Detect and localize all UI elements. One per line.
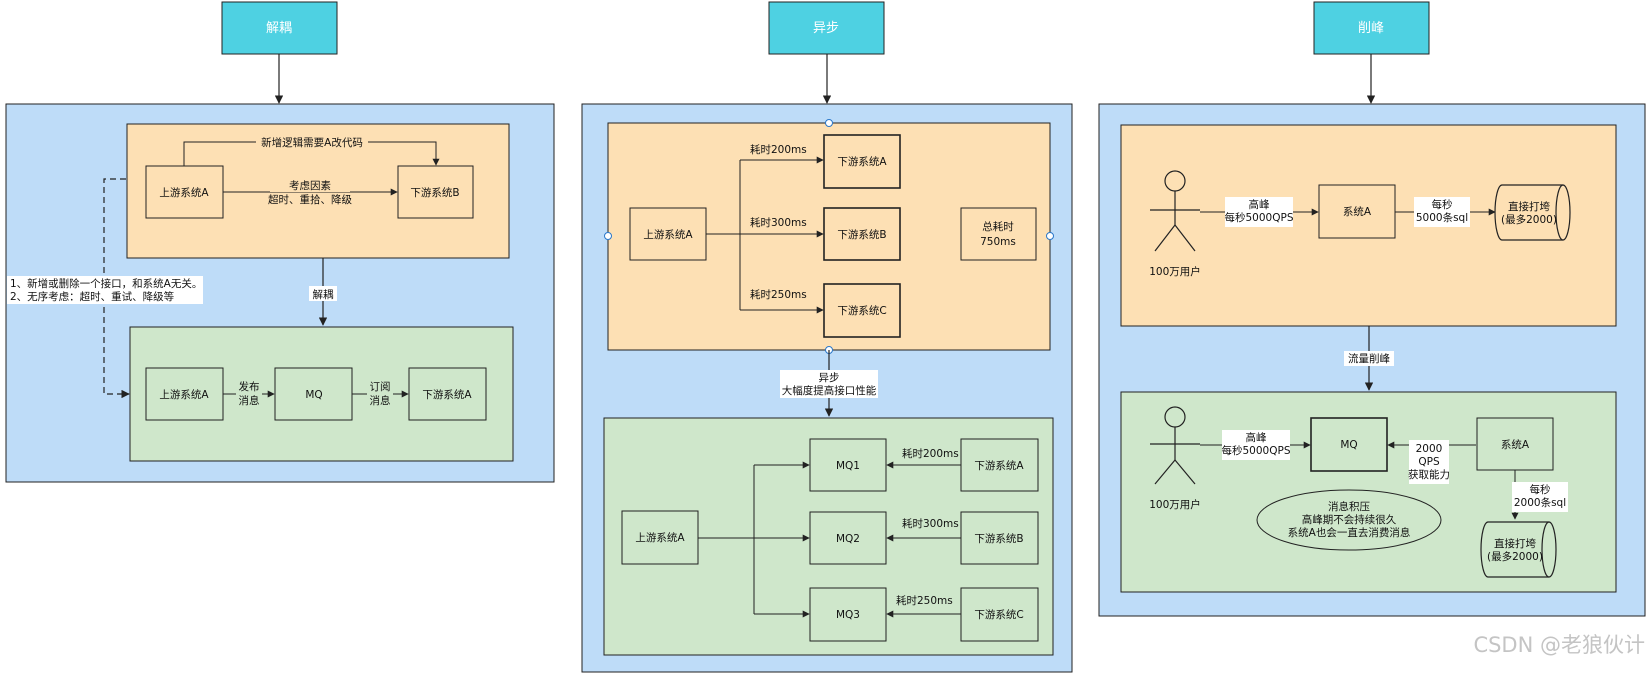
async-top-cost-b: 耗时300ms — [750, 217, 807, 229]
decouple-side-note-2: 2、无序考虑：超时、重试、降级等 — [10, 290, 175, 303]
decouple-header-label: 解耦 — [266, 21, 292, 36]
decouple-top-downstream-label: 下游系统B — [410, 186, 459, 199]
async-arrow-label-1: 异步 — [819, 372, 840, 384]
decouple-side-note-1: 1、新增或删除一个接口，和系统A无关。 — [10, 277, 202, 290]
decouple-new-logic-label: 新增逻辑需要A改代码 — [261, 136, 363, 149]
watermark: CSDN @老狼伙计 — [1473, 633, 1645, 657]
async-bottom-cost-b: 耗时300ms — [902, 518, 959, 530]
peak-top-user-icon — [1150, 170, 1200, 252]
async-bottom-upstream-label: 上游系统A — [635, 531, 685, 544]
async-total-label-2: 750ms — [980, 236, 1016, 248]
decouple-mq-box — [129, 326, 514, 462]
async-top-down-a-label: 下游系统A — [837, 155, 887, 168]
peak-top-db-label-2: (最多2000) — [1501, 213, 1557, 226]
peak-top-system-label: 系统A — [1343, 205, 1372, 218]
async-mq1-node — [809, 438, 887, 492]
peak-top-db-label-1: 直接打垮 — [1508, 200, 1550, 213]
async-section: 异步 上游系统A 下游系统A 下游系统B 下游系统C 总耗时 750ms 耗时2… — [581, 1, 1073, 673]
peak-bottom-database-node — [1480, 521, 1557, 578]
peak-bottom-system-label: 系统A — [1501, 438, 1530, 451]
async-bottom-cost-c: 耗时250ms — [896, 595, 953, 607]
decouple-header — [221, 1, 338, 55]
async-bottom-down-a-label: 下游系统A — [974, 459, 1024, 472]
async-top-cost-a: 耗时200ms — [750, 144, 807, 156]
async-bottom-down-b-label: 下游系统B — [974, 532, 1023, 545]
decouple-bottom-downstream-node — [408, 367, 487, 421]
decouple-publish-label-2: 消息 — [239, 394, 260, 407]
peak-mq-label: MQ — [1340, 439, 1357, 451]
async-top-down-b-node — [823, 207, 901, 261]
peak-bottom-peak-label-1: 高峰 — [1246, 431, 1268, 444]
peak-arrow-label: 流量削峰 — [1348, 352, 1390, 365]
decouple-consider-label-2: 超时、重拾、降级 — [268, 193, 352, 206]
async-mq2-label: MQ2 — [836, 533, 860, 545]
peak-bottom-rate-label-1: 每秒 — [1530, 483, 1552, 496]
peak-qps-label-3: 获取能力 — [1408, 468, 1450, 481]
peak-bottom-db-label-1: 直接打垮 — [1494, 537, 1536, 550]
async-mq2-node — [809, 511, 887, 565]
decouple-consider-label-1: 考虑因素 — [289, 179, 331, 192]
async-mq-box — [603, 417, 1054, 656]
async-top-cost-c: 耗时250ms — [750, 289, 807, 301]
decouple-section: 解耦 上游系统A 下游系统B 新增逻辑需要A改代码 考虑因素 超时、重拾、降级 … — [5, 1, 555, 483]
decouple-mq-label: MQ — [305, 389, 322, 401]
peak-bottom-user-icon — [1150, 406, 1200, 485]
decouple-publish-label-1: 发布 — [239, 380, 260, 393]
decouple-subscribe-label-1: 订阅 — [370, 380, 391, 393]
peak-bottom-peak-label-2: 每秒5000QPS — [1222, 444, 1291, 457]
peak-backlog-label-3: 系统A也会一直去消费消息 — [1288, 526, 1411, 539]
async-mq1-label: MQ1 — [836, 460, 860, 472]
peak-backlog-label-2: 高峰期不会持续很久 — [1302, 513, 1397, 526]
async-header-label: 异步 — [813, 21, 839, 36]
decouple-top-upstream-label: 上游系统A — [159, 186, 209, 199]
decouple-bottom-downstream-label: 下游系统A — [422, 388, 472, 401]
async-total-label-1: 总耗时 — [982, 220, 1014, 233]
peak-header — [1313, 1, 1430, 55]
peak-top-rate-label-2: 5000条sql — [1416, 211, 1468, 224]
peak-top-peak-label-1: 高峰 — [1249, 198, 1271, 211]
async-top-down-b-label: 下游系统B — [837, 228, 886, 241]
decouple-top-downstream-node — [397, 165, 474, 219]
async-top-down-c-label: 下游系统C — [837, 304, 886, 317]
decouple-subscribe-label-2: 消息 — [370, 394, 391, 407]
peak-backlog-label-1: 消息积压 — [1328, 500, 1370, 513]
decouple-arrow-label: 解耦 — [313, 288, 334, 301]
peak-section: 削峰 100万用户 高峰 每秒5000QPS 系统A 每秒 5000条sql — [1098, 1, 1646, 617]
async-arrow-label-2: 大幅度提高接口性能 — [782, 384, 877, 397]
async-mq3-node — [809, 587, 887, 642]
async-mq3-label: MQ3 — [836, 609, 860, 621]
peak-bottom-db-label-2: (最多2000) — [1487, 550, 1543, 563]
peak-backlog-note — [1256, 489, 1442, 551]
peak-bottom-users-label: 100万用户 — [1149, 498, 1201, 511]
decouple-dashed-edge — [103, 178, 130, 399]
peak-header-label: 削峰 — [1358, 21, 1384, 36]
async-total-node — [960, 207, 1037, 261]
peak-qps-label-2: QPS — [1418, 456, 1440, 468]
peak-mq-node — [1310, 417, 1388, 472]
async-top-down-c-node — [823, 283, 901, 338]
async-top-down-a-node — [823, 134, 901, 189]
peak-top-peak-label-2: 每秒5000QPS — [1225, 211, 1294, 224]
peak-top-users-label: 100万用户 — [1149, 265, 1201, 278]
async-header — [768, 1, 885, 55]
peak-top-rate-label-1: 每秒 — [1432, 198, 1454, 211]
async-sync-box — [607, 122, 1051, 351]
peak-qps-label-1: 2000 — [1416, 443, 1443, 455]
decouple-bottom-upstream-label: 上游系统A — [159, 388, 209, 401]
async-bottom-cost-a: 耗时200ms — [902, 448, 959, 460]
async-top-upstream-label: 上游系统A — [643, 228, 693, 241]
peak-bottom-rate-label-2: 2000条sql — [1514, 496, 1566, 509]
async-bottom-down-c-label: 下游系统C — [974, 608, 1023, 621]
peak-top-database-node — [1494, 184, 1571, 241]
